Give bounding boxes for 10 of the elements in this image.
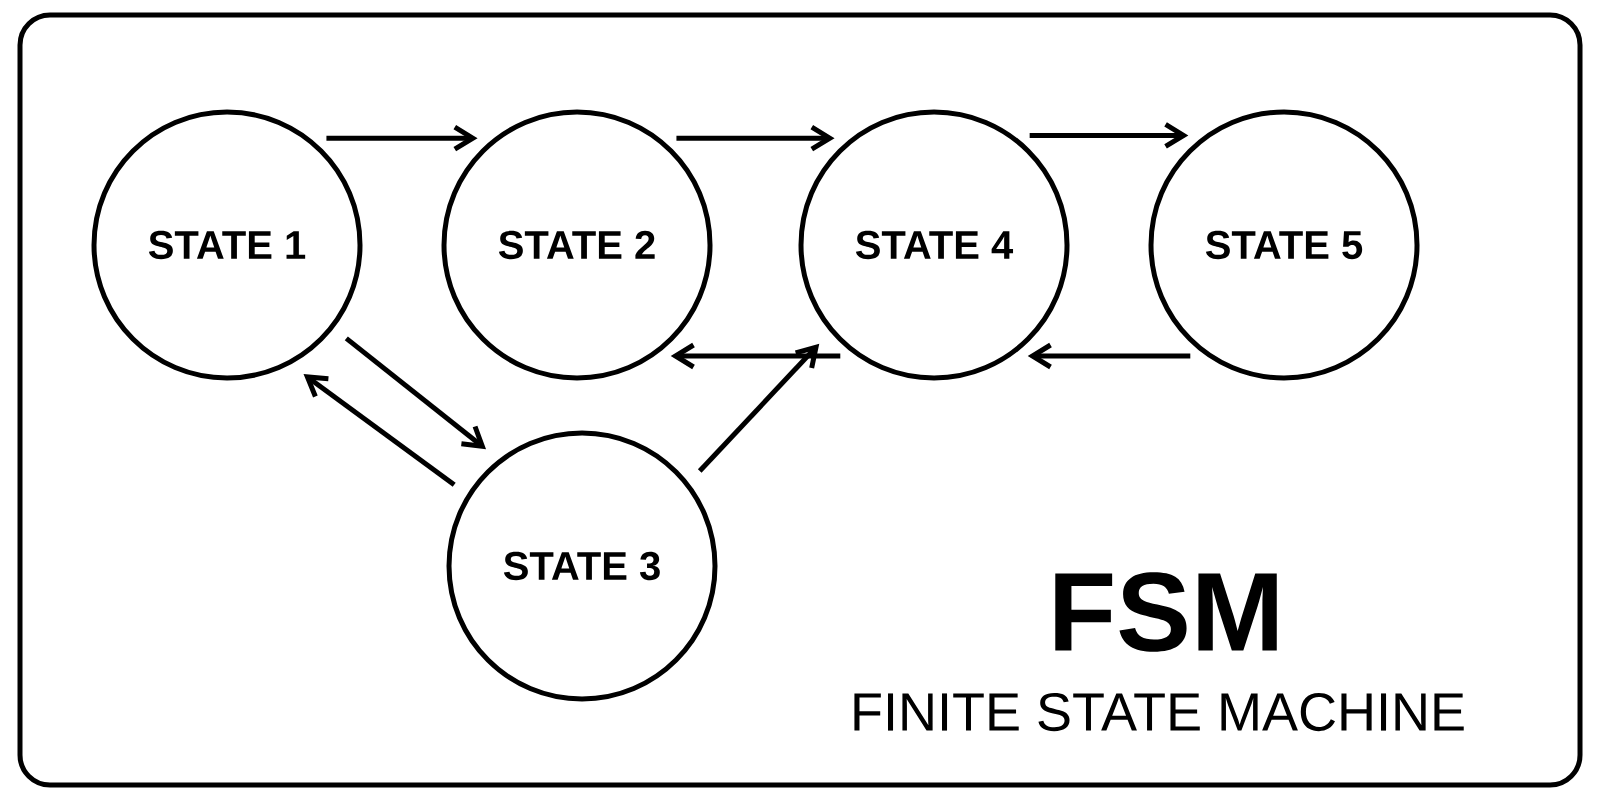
arrow [676, 125, 835, 152]
arrow [326, 125, 478, 152]
arrow [303, 374, 456, 487]
caption: FINITE STATE MACHINE [854, 692, 1464, 732]
title: FSM [1055, 572, 1277, 652]
arrow [344, 336, 487, 450]
arrow [1029, 122, 1189, 149]
arrow [697, 343, 820, 473]
arrow [670, 342, 841, 370]
arrow [1027, 342, 1191, 370]
